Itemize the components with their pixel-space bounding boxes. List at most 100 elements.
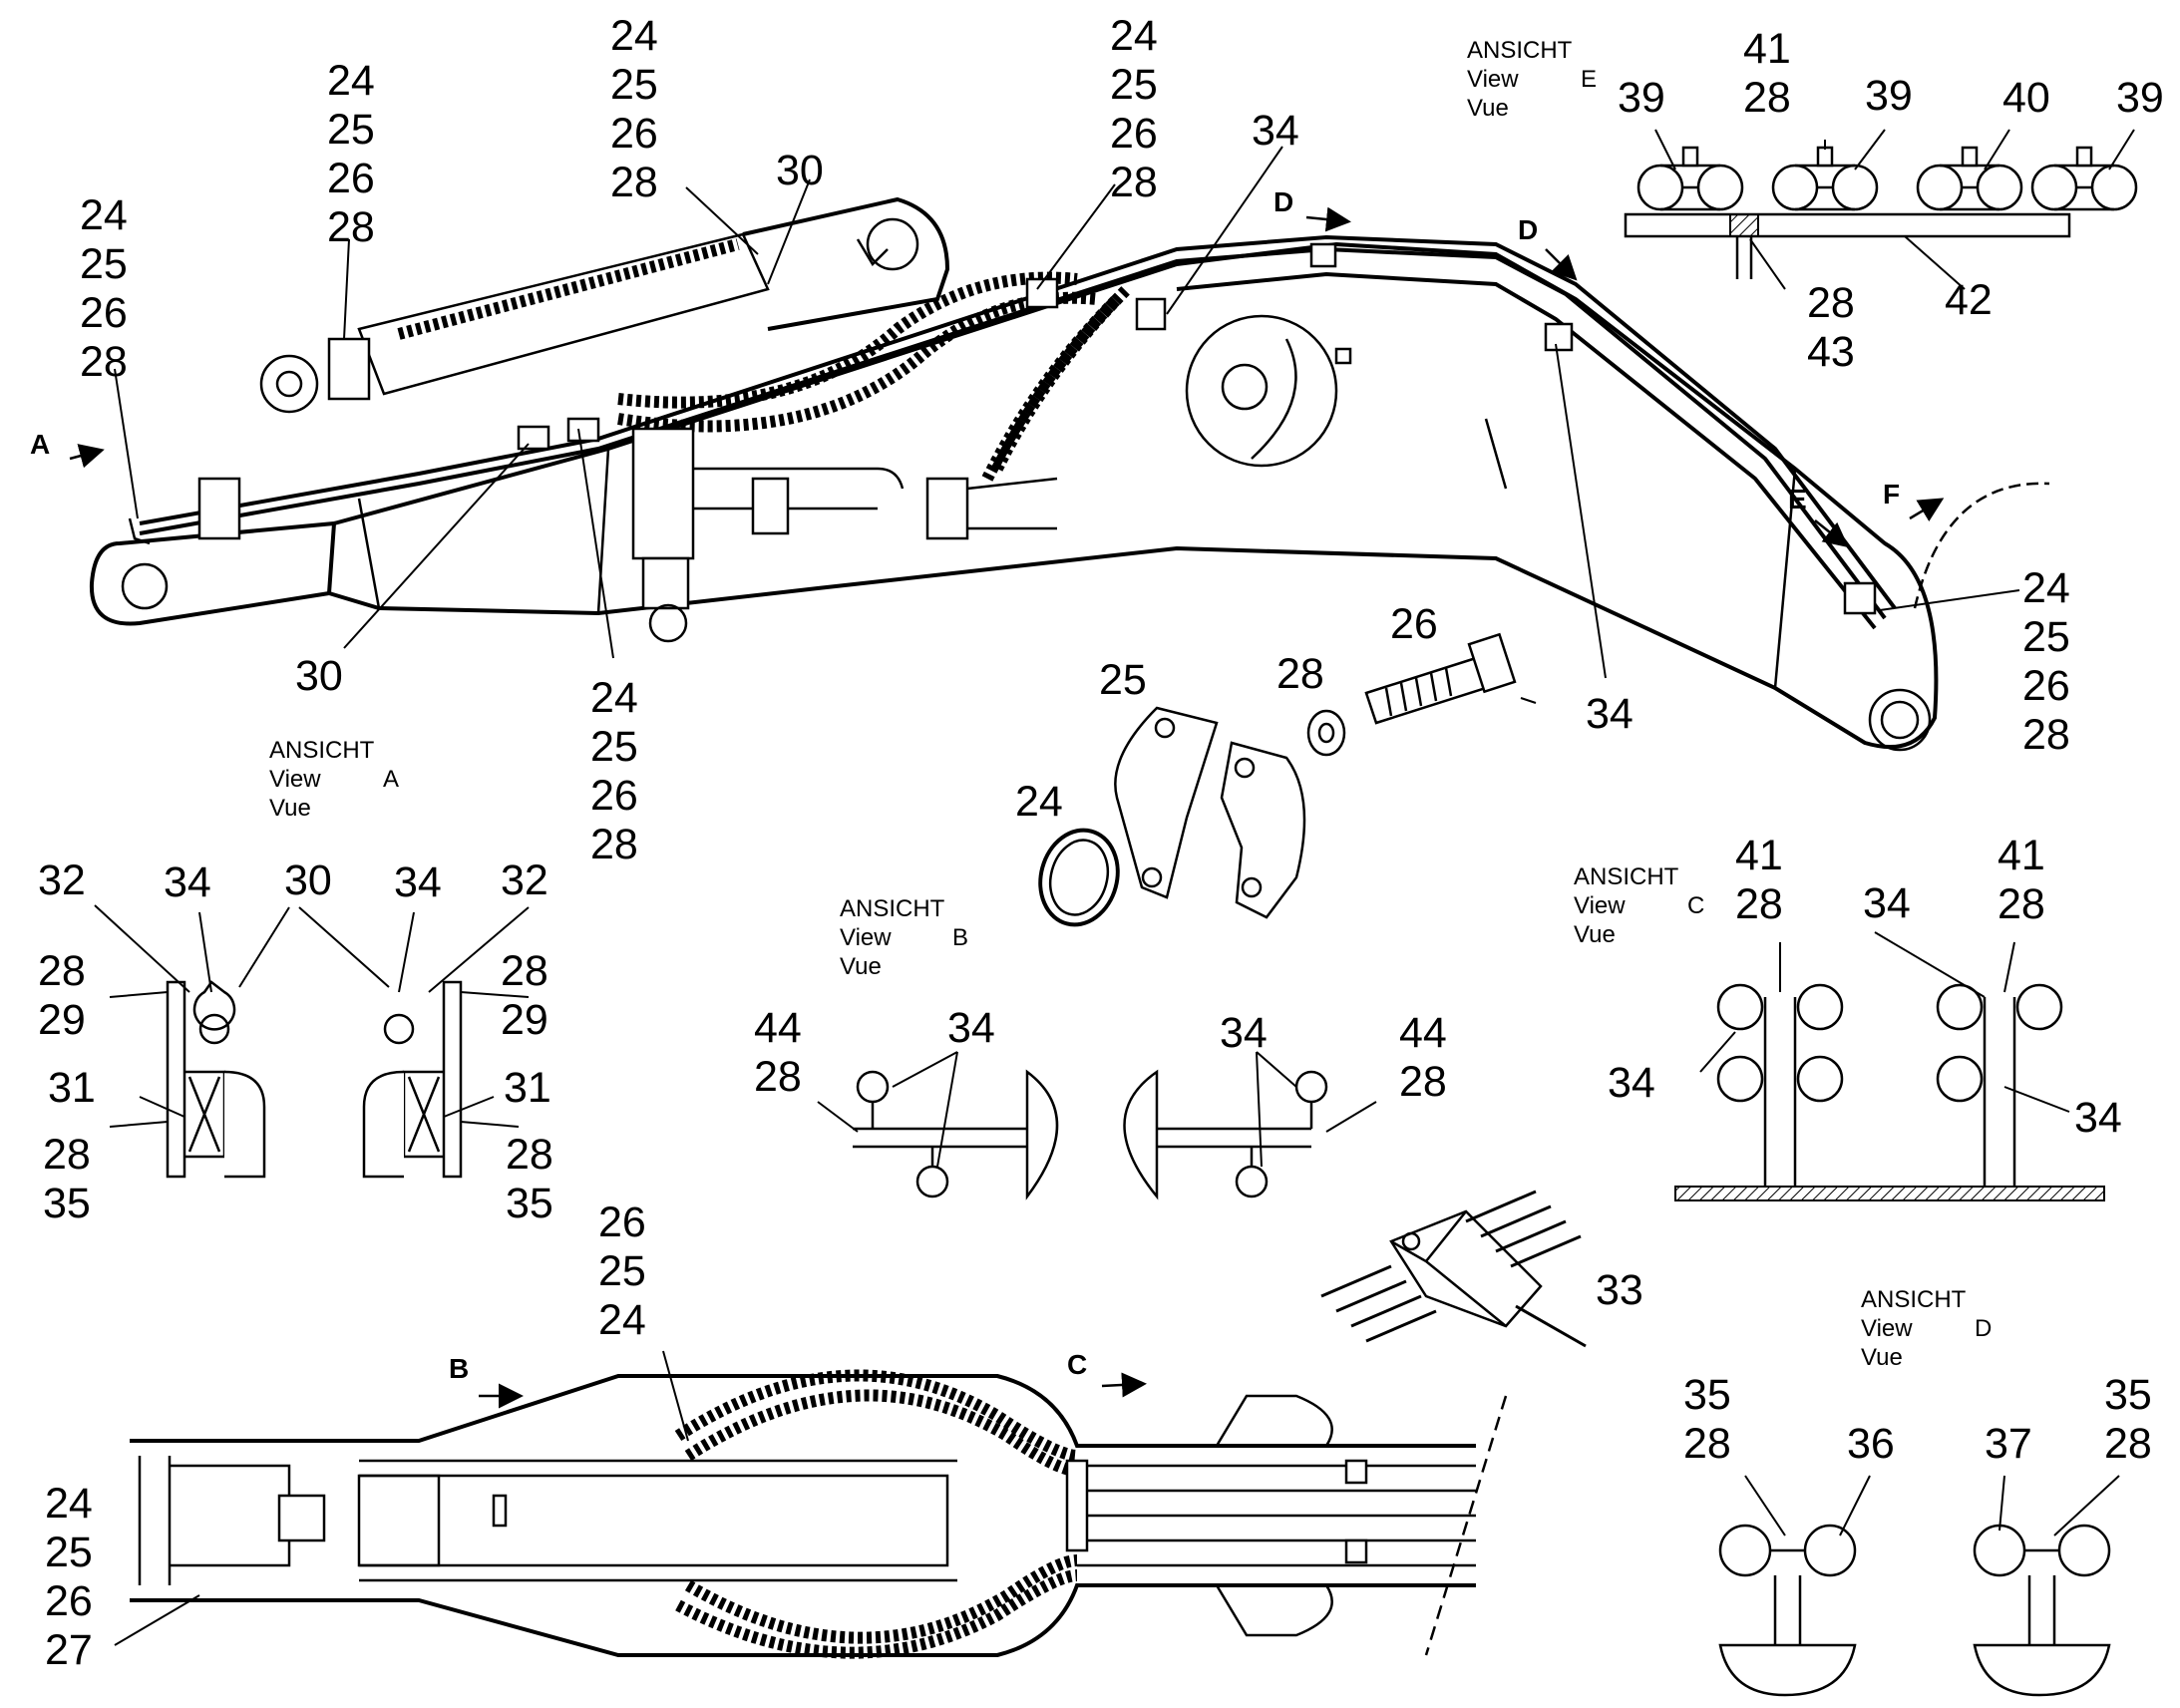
callouts-view-d: 35 28 36 37 35 28	[1683, 1371, 2152, 1468]
callout-24: 24	[45, 1480, 93, 1528]
callout-24: 24	[327, 57, 375, 105]
view-e-line2: View	[1467, 66, 1519, 93]
arrow-e-label: E	[1788, 484, 1807, 514]
flange-exploded-view	[1038, 632, 1517, 927]
callout-25: 25	[1099, 656, 1147, 704]
callout-28: 28	[1998, 880, 2045, 928]
callout-28: 28	[1735, 880, 1783, 928]
callout-35: 35	[43, 1180, 91, 1227]
callout-37: 37	[1985, 1420, 2032, 1468]
view-c-line2: View	[1574, 892, 1626, 919]
view-b-detail	[817, 1051, 1377, 1200]
view-c-line1: ANSICHT	[1574, 863, 1679, 890]
callout-28: 28	[38, 947, 86, 995]
view-label-a: ANSICHT View A Vue	[269, 737, 399, 822]
callout-28: 28	[2104, 1420, 2152, 1468]
callout-34: 34	[394, 858, 442, 906]
callout-34: 34	[1608, 1059, 1655, 1107]
boom-side-view	[89, 196, 2050, 752]
callout-28: 28	[327, 203, 375, 251]
callouts-main: 24 25 26 28 24 25 26 28 24 25 26 28 30 2…	[80, 12, 2070, 868]
view-b-line2: View	[840, 924, 892, 951]
view-d-letter: D	[1975, 1315, 1992, 1342]
callout-28: 28	[1807, 279, 1855, 327]
view-c-detail	[1674, 931, 2105, 1201]
view-e-line1: ANSICHT	[1467, 37, 1573, 64]
callout-28: 28	[1399, 1058, 1447, 1106]
callout-24: 24	[598, 1296, 646, 1344]
callout-24: 24	[1015, 778, 1063, 826]
callout-39: 39	[1865, 72, 1913, 120]
view-a-line2: View	[269, 766, 321, 793]
callout-28: 28	[80, 338, 128, 386]
callout-34: 34	[1252, 107, 1299, 155]
boom-top-view	[114, 1350, 1508, 1659]
callout-26: 26	[327, 155, 375, 202]
callouts-view-b: 44 28 34 34 44 28	[754, 1004, 1447, 1106]
callout-24: 24	[1110, 12, 1158, 60]
callout-28: 28	[43, 1131, 91, 1179]
callout-25: 25	[45, 1529, 93, 1576]
callouts-view-e: 41 28 39 39 40 39 28 43 42	[1618, 25, 2164, 376]
callout-35: 35	[2104, 1371, 2152, 1419]
view-a-line1: ANSICHT	[269, 737, 375, 764]
callout-44: 44	[1399, 1009, 1447, 1057]
callout-26: 26	[590, 772, 638, 820]
callout-28: 28	[506, 1131, 553, 1179]
callout-31: 31	[48, 1064, 96, 1112]
callout-28: 28	[590, 821, 638, 868]
view-c-line3: Vue	[1574, 921, 1616, 948]
callout-25: 25	[80, 240, 128, 288]
view-d-line2: View	[1861, 1315, 1913, 1342]
callouts-flange: 25 28 26 24	[1015, 600, 1438, 826]
callout-28: 28	[501, 947, 548, 995]
arrow-d-label-2: D	[1518, 214, 1538, 245]
callout-32: 32	[38, 856, 86, 904]
callout-36: 36	[1847, 1420, 1895, 1468]
callout-30: 30	[776, 147, 824, 194]
callout-33: 33	[1596, 1266, 1643, 1314]
view-b-letter: B	[952, 924, 968, 951]
view-a-letter: A	[383, 766, 399, 793]
valve-block-33	[1320, 1190, 1587, 1348]
callout-26: 26	[2022, 662, 2070, 710]
view-d-line1: ANSICHT	[1861, 1286, 1967, 1313]
callout-26: 26	[1110, 110, 1158, 158]
callout-42: 42	[1945, 276, 1993, 324]
view-label-e: ANSICHT View E Vue	[1467, 37, 1597, 122]
callout-28: 28	[2022, 711, 2070, 759]
callout-40: 40	[2002, 74, 2050, 122]
callout-41: 41	[1743, 25, 1791, 73]
callout-30: 30	[284, 856, 332, 904]
callout-39: 39	[2116, 74, 2164, 122]
view-b-line1: ANSICHT	[840, 895, 945, 922]
callout-26: 26	[45, 1577, 93, 1625]
callout-34: 34	[2074, 1094, 2122, 1142]
callout-41: 41	[1735, 832, 1783, 879]
callout-25: 25	[598, 1247, 646, 1295]
view-d-detail	[1718, 1475, 2120, 1697]
callout-25: 25	[610, 61, 658, 109]
callout-26: 26	[598, 1198, 646, 1246]
view-a-line3: Vue	[269, 795, 311, 822]
view-arrows	[69, 206, 1945, 1409]
callout-28: 28	[1743, 74, 1791, 122]
callout-24: 24	[610, 12, 658, 60]
callout-34: 34	[1863, 879, 1911, 927]
callout-28: 28	[1110, 159, 1158, 206]
main-leader-lines	[114, 146, 2020, 704]
callout-35: 35	[1683, 1371, 1731, 1419]
view-b-line3: Vue	[840, 953, 882, 980]
callout-43: 43	[1807, 328, 1855, 376]
callout-24: 24	[590, 674, 638, 722]
arrow-f-label: F	[1883, 479, 1900, 510]
arrow-c-label: C	[1067, 1349, 1087, 1380]
callout-34: 34	[164, 858, 211, 906]
view-e-line3: Vue	[1467, 95, 1509, 122]
callout-35: 35	[506, 1180, 553, 1227]
arrow-letters: A B C D D E F	[30, 186, 1900, 1384]
callouts-top-view: 33 26 25 24 24 25 26 27	[45, 1198, 1643, 1674]
callout-26: 26	[80, 289, 128, 337]
callout-29: 29	[38, 996, 86, 1044]
